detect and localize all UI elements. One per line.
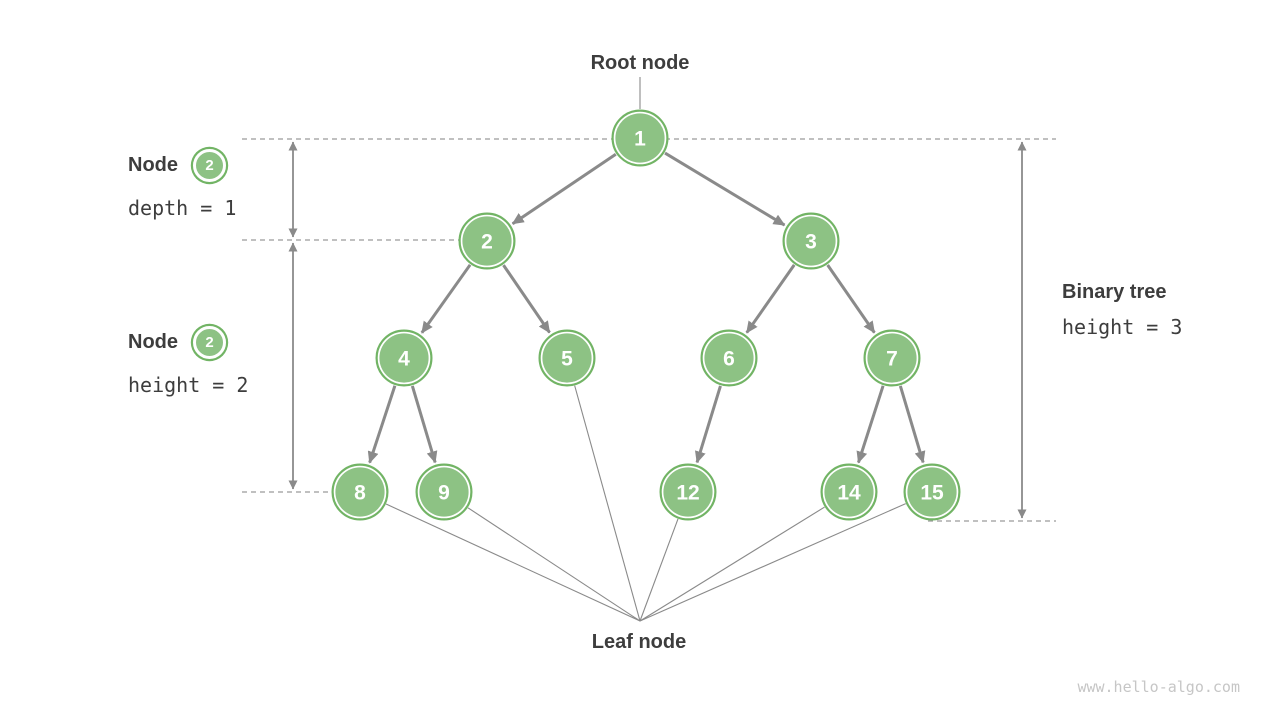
tree-node-value: 12: [676, 482, 699, 505]
tree-edge-4-8: [367, 385, 397, 464]
tree-node-circle: [379, 333, 429, 383]
tree-node-2: 2: [458, 212, 516, 270]
leaf-label-connector: [639, 503, 906, 622]
node-height-formula: height = 2: [128, 373, 249, 397]
tree-node-6: 6: [700, 329, 758, 387]
tree-edge-3-7: [826, 264, 876, 334]
tree-node-value: 6: [723, 348, 735, 371]
node-depth-title: Node: [128, 154, 178, 176]
tree-node-value: 8: [354, 482, 366, 505]
node-badge-value: 2: [205, 334, 214, 351]
annotation-connector-lines: [385, 77, 906, 622]
tree-edge-7-14: [856, 385, 885, 464]
tree-node-circle: [462, 216, 512, 266]
node-badge-circle: 2: [193, 149, 226, 182]
node-height-title: Node: [128, 331, 178, 353]
root-node-label: Root node: [590, 52, 690, 74]
leaf-label-connector: [385, 503, 641, 622]
tree-node-circle: [867, 333, 917, 383]
node-depth-formula: depth = 1: [128, 196, 237, 220]
binary-tree-formula: height = 3: [1062, 315, 1183, 339]
tree-node-8: 8: [331, 463, 389, 521]
leaf-node-label: Leaf node: [591, 631, 687, 653]
tree-node-circle: [663, 467, 713, 517]
tree-edge-2-4: [420, 263, 472, 334]
binary-tree-title: Binary tree: [1062, 281, 1167, 303]
binary-tree-annotation: Binary tree height = 3: [1062, 281, 1182, 339]
tree-edge-1-2: [511, 153, 617, 225]
leaf-label-connector: [574, 385, 641, 622]
tree-node-circle: [786, 216, 836, 266]
node-height-annotation: Node 2 height = 2: [128, 326, 248, 397]
measurement-arrows: [288, 141, 1027, 519]
tree-node-value: 9: [438, 482, 450, 505]
tree-edge-2-5: [502, 264, 551, 334]
tree-node-4: 4: [375, 329, 433, 387]
tree-node-5: 5: [538, 329, 596, 387]
tree-node-15: 15: [903, 463, 961, 521]
tree-edge-4-9: [410, 385, 438, 464]
tree-node-value: 4: [398, 348, 410, 371]
node-depth-annotation: Node 2 depth = 1: [128, 149, 236, 220]
tree-node-value: 1: [634, 128, 646, 151]
watermark: www.hello-algo.com: [1077, 678, 1240, 696]
tree-edge-6-12: [694, 385, 722, 464]
tree-node-value: 15: [920, 482, 944, 505]
tree-node-value: 14: [837, 482, 861, 505]
leaf-label-connector: [639, 518, 679, 622]
tree-node-circle: [615, 113, 665, 163]
tree-node-value: 3: [805, 231, 817, 254]
tree-node-1: 1: [611, 109, 669, 167]
tree-node-circle: [419, 467, 469, 517]
tree-edge-7-15: [898, 385, 926, 464]
tree-node-7: 7: [863, 329, 921, 387]
tree-node-value: 7: [886, 348, 898, 371]
tree-node-14: 14: [820, 463, 878, 521]
tree-node-3: 3: [782, 212, 840, 270]
tree-edge-3-6: [745, 264, 796, 334]
node-badge-value: 2: [205, 157, 214, 174]
tree-node-circle: [907, 467, 957, 517]
tree-node-value: 2: [481, 231, 493, 254]
leaf-label-connector: [639, 506, 825, 622]
tree-edges: [367, 151, 926, 464]
tree-node-value: 5: [561, 348, 573, 371]
tree-edge-1-3: [664, 151, 786, 227]
tree-node-circle: [704, 333, 754, 383]
tree-node-circle: [542, 333, 592, 383]
node-badge-circle: 2: [193, 326, 226, 359]
tree-node-12: 12: [659, 463, 717, 521]
leaf-label-connector: [467, 507, 641, 622]
tree-node-circle: [335, 467, 385, 517]
tree-node-9: 9: [415, 463, 473, 521]
tree-node-circle: [824, 467, 874, 517]
